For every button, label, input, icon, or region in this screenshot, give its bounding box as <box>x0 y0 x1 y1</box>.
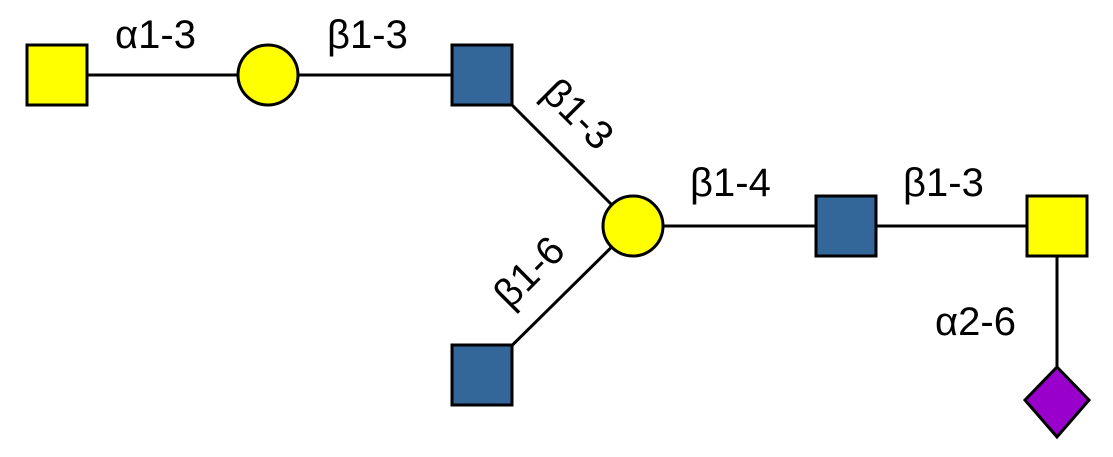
linkage-label: β1-3 <box>327 13 408 57</box>
residue-blue-square <box>450 43 514 107</box>
linkage-label: β1-3 <box>903 161 984 205</box>
residue-purple-diamond <box>1022 364 1092 440</box>
residue-yellow-circle-core <box>601 194 665 258</box>
residue-yellow-square-root <box>1025 194 1089 258</box>
linkage-label: β1-6 <box>485 228 573 316</box>
residue-blue-square-branch <box>450 343 514 407</box>
residue-blue-square-stem <box>814 194 878 258</box>
linkage-label: α1-3 <box>115 13 196 57</box>
residue-yellow-square <box>25 43 89 107</box>
linkage-label: α2-6 <box>935 300 1016 344</box>
linkage-label: β1-4 <box>690 161 771 205</box>
residue-yellow-circle <box>236 43 300 107</box>
linkage-label: β1-3 <box>534 70 622 158</box>
